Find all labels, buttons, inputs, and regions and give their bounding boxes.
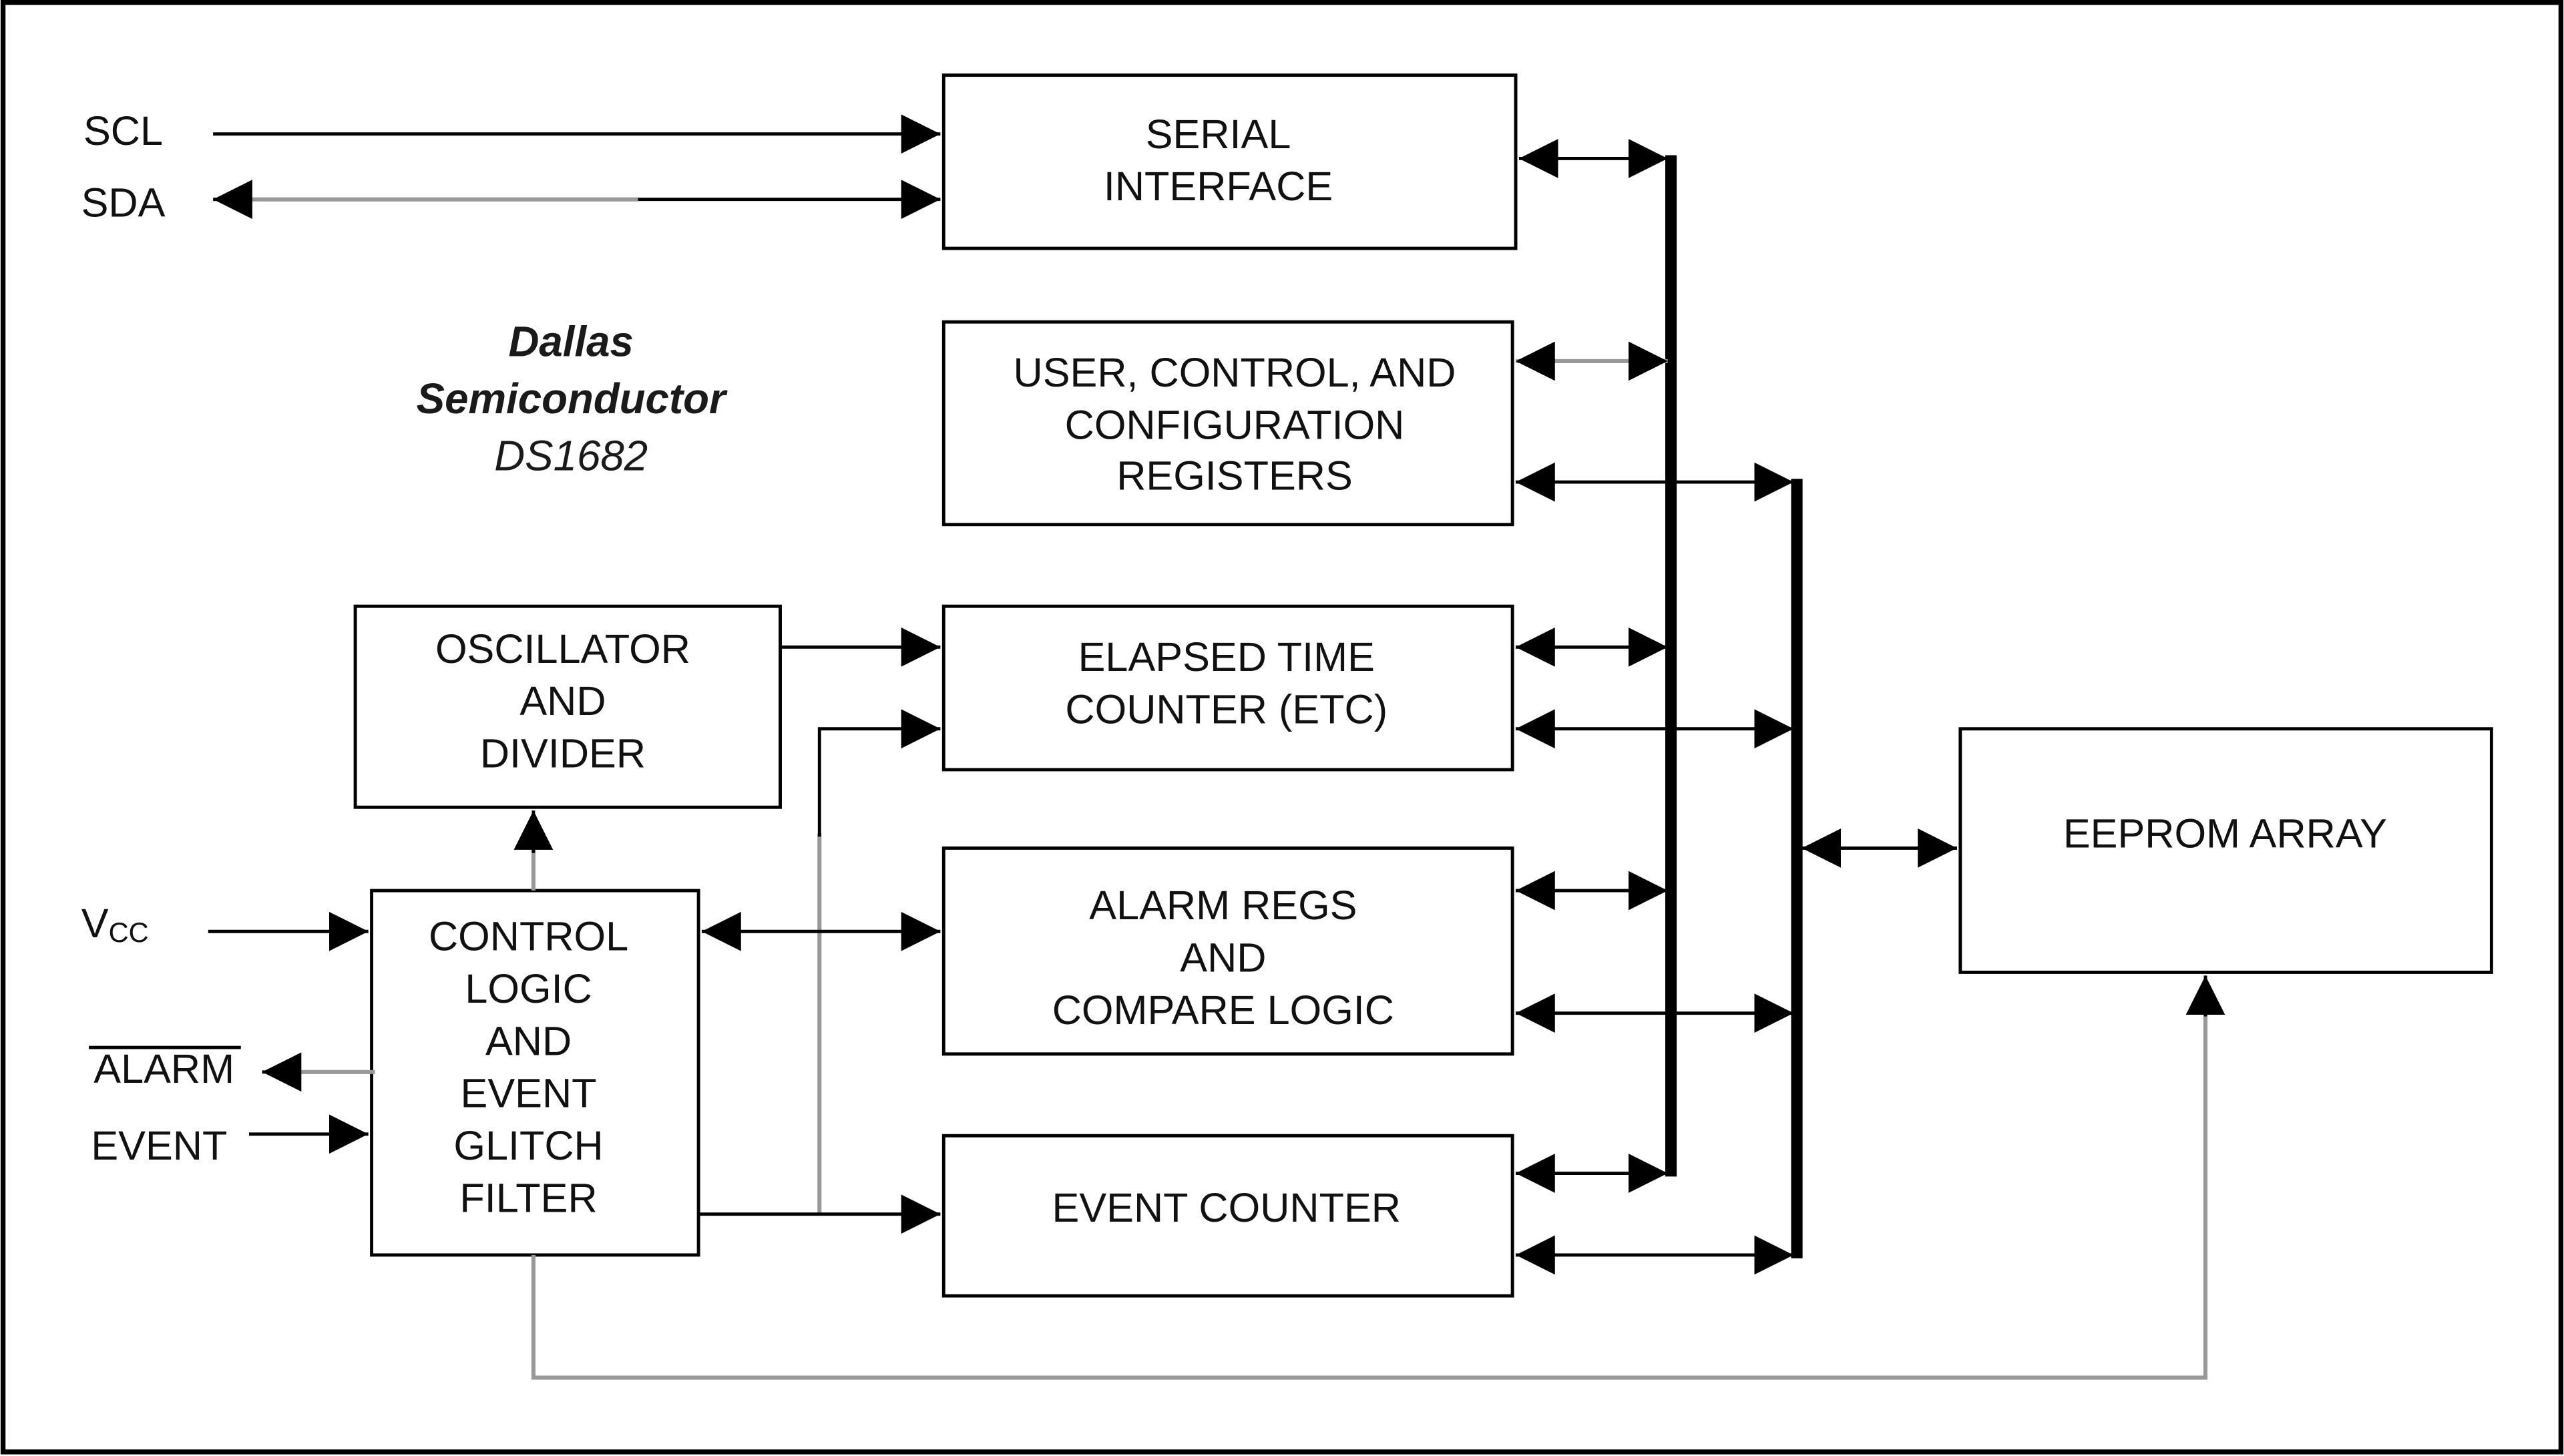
oscillator-block: OSCILLATOR AND DIVIDER <box>353 604 782 809</box>
block-label: AND <box>485 1018 572 1063</box>
bus-connections <box>1516 139 1957 1275</box>
internal-connections <box>513 627 2225 1380</box>
block-label: COUNTER (ETC) <box>1065 686 1387 732</box>
alarm-regs-block: ALARM REGS AND COMPARE LOGIC <box>941 846 1514 1056</box>
block-label: COMPARE LOGIC <box>1052 987 1394 1033</box>
block-label: AND <box>519 678 606 724</box>
etc-block: ELAPSED TIME COUNTER (ETC) <box>941 604 1514 772</box>
sda-label: SDA <box>81 180 166 226</box>
eeprom-block: EEPROM ARRAY <box>1958 727 2493 974</box>
block-label: CONFIGURATION <box>1065 402 1405 447</box>
brand-line-1: Dallas <box>508 318 633 365</box>
pin-vcc: VCC <box>81 901 369 951</box>
event-label: EVENT <box>91 1123 227 1168</box>
block-label: DIVIDER <box>480 730 646 776</box>
block-label: ELAPSED TIME <box>1078 634 1375 680</box>
brand-label: Dallas Semiconductor DS1682 <box>417 318 728 479</box>
block-label: GLITCH <box>453 1123 603 1168</box>
block-label: USER, CONTROL, AND <box>1014 350 1456 395</box>
block-label: SERIAL <box>1146 111 1291 157</box>
block-label: EVENT <box>461 1071 597 1116</box>
block-label: EVENT COUNTER <box>1052 1185 1401 1230</box>
block-label: EEPROM ARRAY <box>2063 810 2387 856</box>
alarm-label: ALARM <box>93 1046 234 1091</box>
vcc-label: VCC <box>81 901 149 948</box>
pin-scl: SCL <box>83 108 941 154</box>
pin-event: EVENT <box>91 1114 369 1168</box>
block-label: OSCILLATOR <box>435 626 690 672</box>
event-counter-block: EVENT COUNTER <box>941 1134 1514 1298</box>
block-label: INTERFACE <box>1104 164 1333 209</box>
control-logic-block: CONTROL LOGIC AND EVENT GLITCH FILTER <box>370 889 700 1257</box>
scl-label: SCL <box>83 108 163 154</box>
pin-alarm: ALARM <box>89 1045 375 1092</box>
block-label: FILTER <box>459 1175 597 1220</box>
block-label: LOGIC <box>465 966 592 1011</box>
block-label: AND <box>1180 935 1266 980</box>
registers-block: USER, CONTROL, AND CONFIGURATION REGISTE… <box>941 320 1514 527</box>
block-label: ALARM REGS <box>1089 883 1357 928</box>
brand-line-2: Semiconductor <box>417 375 728 423</box>
brand-line-3: DS1682 <box>494 433 648 480</box>
block-label: REGISTERS <box>1116 453 1353 498</box>
serial-interface-block: SERIAL INTERFACE <box>941 73 1518 250</box>
block-label: CONTROL <box>429 914 628 959</box>
pin-sda: SDA <box>81 180 941 226</box>
